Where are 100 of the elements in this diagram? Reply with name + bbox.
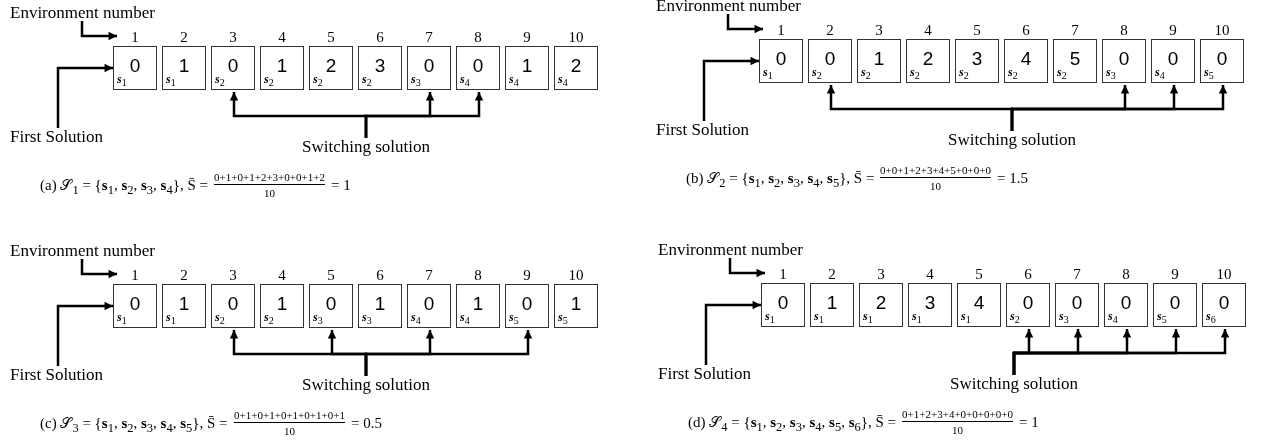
environment-number: 5 (326, 268, 336, 283)
solution-label: s$_{4}$ (411, 310, 421, 326)
environment-number: 7 (424, 30, 434, 45)
value-text: 0 (128, 56, 142, 75)
value-text: 3 (970, 49, 984, 68)
environment-box (113, 46, 157, 90)
solution-label: s$_{3}$ (362, 310, 372, 326)
environment-number: 1 (130, 268, 140, 283)
environment-number: 10 (1215, 267, 1233, 282)
fraction-denominator: 10 (283, 426, 296, 437)
value-text: 0 (422, 294, 436, 313)
value-text: 1 (373, 294, 387, 313)
value-text: 1 (177, 56, 191, 75)
solution-label: s$_{2}$ (264, 310, 274, 326)
environment-box (407, 46, 451, 90)
annotation-text: First Solution (658, 365, 752, 382)
environment-box (211, 46, 255, 90)
value-text: 4 (972, 293, 986, 312)
value-text: 1 (275, 56, 289, 75)
environment-box (759, 39, 803, 83)
value-text: 0 (1021, 293, 1035, 312)
solution-label: s$_{2}$ (215, 72, 225, 88)
annotation-text: Environment number (10, 4, 155, 21)
environment-number: 1 (778, 267, 788, 282)
solution-label: s$_{2}$ (812, 65, 822, 81)
environment-box (1006, 283, 1050, 327)
environment-number: 2 (179, 268, 189, 283)
fraction-numerator: 0+1+0+1+0+1+0+1+0+1 (234, 410, 345, 423)
environment-number: 6 (375, 268, 385, 283)
value-text: 0 (776, 293, 790, 312)
annotation-text: Switching solution (948, 131, 1076, 148)
environment-box (554, 284, 598, 328)
environment-number: 8 (1119, 23, 1129, 38)
environment-box (859, 283, 903, 327)
value-text: 0 (520, 294, 534, 313)
environment-box (162, 284, 206, 328)
environment-number: 1 (776, 23, 786, 38)
fraction-denominator: 10 (929, 181, 942, 192)
solution-label: s$_{4}$ (1155, 65, 1165, 81)
value-text: 4 (1019, 49, 1033, 68)
environment-box (358, 284, 402, 328)
environment-box (211, 284, 255, 328)
environment-number: 4 (277, 30, 287, 45)
environment-number: 2 (825, 23, 835, 38)
value-text: 0 (1119, 293, 1133, 312)
caption-text: = 0.5 (351, 416, 382, 431)
environment-box (260, 46, 304, 90)
arrow (56, 301, 113, 366)
annotation-text: Environment number (10, 242, 155, 259)
arrow (80, 21, 117, 41)
environment-box (1200, 39, 1244, 83)
environment-number: 8 (473, 268, 483, 283)
environment-box (456, 46, 500, 90)
solution-label: s$_{1}$ (814, 309, 824, 325)
environment-number: 3 (228, 30, 238, 45)
solution-label: s$_{2}$ (264, 72, 274, 88)
annotation-text: Switching solution (950, 375, 1078, 392)
solution-label: s$_{1}$ (166, 310, 176, 326)
environment-number: 4 (925, 267, 935, 282)
environment-box (113, 284, 157, 328)
solution-label: s$_{4}$ (509, 72, 519, 88)
solution-label: s$_{3}$ (1059, 309, 1069, 325)
value-text: 0 (823, 49, 837, 68)
environment-number: 2 (827, 267, 837, 282)
environment-number: 8 (1121, 267, 1131, 282)
solution-label: s$_{2}$ (861, 65, 871, 81)
caption-text: = 1 (1019, 415, 1039, 430)
environment-number: 10 (567, 268, 585, 283)
environment-box (1202, 283, 1246, 327)
value-text: 0 (1217, 293, 1231, 312)
value-text: 3 (373, 56, 387, 75)
solution-label: s$_{1}$ (763, 65, 773, 81)
environment-box (808, 39, 852, 83)
environment-box (957, 283, 1001, 327)
solution-label: s$_{5}$ (558, 310, 568, 326)
solution-label: s$_{1}$ (765, 309, 775, 325)
environment-box (554, 46, 598, 90)
fraction-denominator: 10 (263, 188, 276, 199)
value-text: 3 (923, 293, 937, 312)
solution-label: s$_{4}$ (1108, 309, 1118, 325)
caption-text: = 1.5 (997, 171, 1028, 186)
annotation-text: Environment number (656, 0, 801, 14)
solution-label: s$_{2}$ (362, 72, 372, 88)
environment-box (1104, 283, 1148, 327)
value-text: 0 (226, 294, 240, 313)
value-text: 0 (1168, 293, 1182, 312)
environment-box (761, 283, 805, 327)
solution-label: s$_{3}$ (313, 310, 323, 326)
solution-label: s$_{1}$ (117, 72, 127, 88)
solution-label: s$_{4}$ (558, 72, 568, 88)
arrow (364, 92, 484, 138)
arrow (728, 258, 765, 278)
arrow (704, 300, 761, 365)
solution-label: s$_{1}$ (912, 309, 922, 325)
value-text: 0 (1070, 293, 1084, 312)
environment-number: 4 (923, 23, 933, 38)
solution-label: s$_{3}$ (411, 72, 421, 88)
value-text: 0 (1215, 49, 1229, 68)
environment-number: 6 (1021, 23, 1031, 38)
arrow (80, 259, 117, 279)
